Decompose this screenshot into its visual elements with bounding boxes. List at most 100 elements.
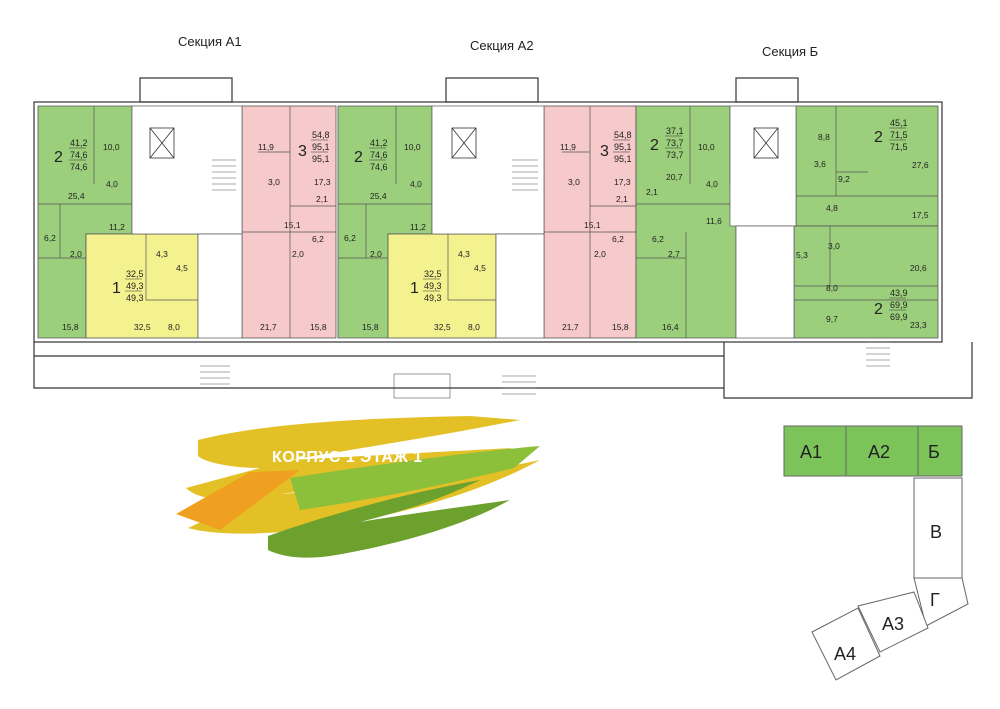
apt-rooms: 3 bbox=[298, 143, 307, 160]
apt-area-sum: 73,7 bbox=[666, 150, 684, 160]
room-area: 4,3 bbox=[458, 249, 470, 259]
apt-area-total: 95,1 bbox=[312, 142, 330, 152]
room-area: 25,4 bbox=[370, 191, 387, 201]
room-area: 10,0 bbox=[698, 142, 715, 152]
apt-rooms: 2 bbox=[874, 129, 883, 146]
minimap-label: В bbox=[930, 522, 942, 542]
room-area: 2,0 bbox=[292, 249, 304, 259]
room-area: 6,2 bbox=[312, 234, 324, 244]
minimap-label: Г bbox=[930, 590, 940, 610]
apt-area-main: 41,2 bbox=[70, 138, 88, 148]
apt-rooms: 2 bbox=[354, 149, 363, 166]
room-area: 15,8 bbox=[612, 322, 629, 332]
core-areas bbox=[131, 105, 797, 339]
room-area: 2,0 bbox=[370, 249, 382, 259]
room-area: 4,0 bbox=[706, 179, 718, 189]
room-area: 3,0 bbox=[568, 177, 580, 187]
apartment-labels: 2 41,2 74,6 74,6 1 32,5 49,3 49,3 3 54,8… bbox=[54, 118, 908, 322]
apt-area-main: 32,5 bbox=[126, 269, 144, 279]
minimap bbox=[783, 425, 969, 681]
apt-area-total: 69,9 bbox=[890, 300, 908, 310]
minimap-a3 bbox=[857, 591, 929, 653]
room-area: 8,8 bbox=[818, 132, 830, 142]
apt-a1-1room bbox=[85, 233, 199, 339]
apt-area-total: 95,1 bbox=[614, 142, 632, 152]
room-area: 21,7 bbox=[260, 322, 277, 332]
apt-area-sum: 95,1 bbox=[614, 154, 632, 164]
apt-rooms: 1 bbox=[112, 280, 121, 297]
apt-area-total: 49,3 bbox=[126, 281, 144, 291]
apt-area-main: 32,5 bbox=[424, 269, 442, 279]
apt-rooms: 2 bbox=[650, 137, 659, 154]
minimap-labels: А1 А2 Б В Г А3 А4 bbox=[800, 442, 942, 664]
interior-walls bbox=[38, 106, 938, 338]
apt-area-total: 74,6 bbox=[370, 150, 388, 160]
room-area: 32,5 bbox=[434, 322, 451, 332]
room-area: 15,8 bbox=[362, 322, 379, 332]
apt-area-sum: 69,9 bbox=[890, 312, 908, 322]
banner-brush bbox=[176, 416, 540, 558]
apt-area-sum: 49,3 bbox=[424, 293, 442, 303]
room-area: 17,3 bbox=[614, 177, 631, 187]
room-area: 21,7 bbox=[562, 322, 579, 332]
room-area: 4,5 bbox=[474, 263, 486, 273]
room-area: 32,5 bbox=[134, 322, 151, 332]
room-area: 15,8 bbox=[62, 322, 79, 332]
room-area: 11,9 bbox=[258, 142, 274, 152]
elevator-icon bbox=[753, 127, 779, 159]
apt-area-main: 45,1 bbox=[890, 118, 908, 128]
room-area: 20,6 bbox=[910, 263, 927, 273]
minimap-b bbox=[917, 425, 963, 477]
room-area: 10,0 bbox=[404, 142, 421, 152]
apt-rooms: 1 bbox=[410, 280, 419, 297]
room-area: 4,0 bbox=[410, 179, 422, 189]
apt-area-main: 54,8 bbox=[614, 130, 632, 140]
fraction-lines bbox=[69, 127, 906, 311]
room-area: 3,0 bbox=[268, 177, 280, 187]
room-area: 25,4 bbox=[68, 191, 85, 201]
apt-area-total: 73,7 bbox=[666, 138, 684, 148]
elevator-icon bbox=[149, 127, 175, 159]
elevator-icons bbox=[149, 127, 779, 159]
room-area: 11,2 bbox=[109, 222, 125, 232]
room-area: 6,2 bbox=[44, 233, 56, 243]
banner-title: КОРПУС 1 ЭТАЖ 1 bbox=[272, 449, 423, 466]
room-area: 5,3 bbox=[796, 250, 808, 260]
room-area: 8,0 bbox=[468, 322, 480, 332]
apt-area-sum: 74,6 bbox=[70, 162, 88, 172]
room-area: 23,3 bbox=[910, 320, 927, 330]
room-area: 15,8 bbox=[310, 322, 327, 332]
room-area: 27,6 bbox=[912, 160, 929, 170]
apt-area-sum: 74,6 bbox=[370, 162, 388, 172]
minimap-label: А2 bbox=[868, 442, 890, 462]
minimap-label: А3 bbox=[882, 614, 904, 634]
apt-area-total: 71,5 bbox=[890, 130, 908, 140]
minimap-label: Б bbox=[928, 442, 940, 462]
apt-b-2room-bottom bbox=[793, 225, 939, 339]
apt-area-main: 43,9 bbox=[890, 288, 908, 298]
room-area: 9,7 bbox=[826, 314, 838, 324]
building-outline bbox=[33, 77, 973, 399]
room-area: 17,5 bbox=[912, 210, 929, 220]
room-area: 11,2 bbox=[410, 222, 426, 232]
room-area: 20,7 bbox=[666, 172, 683, 182]
room-area: 15,1 bbox=[284, 220, 301, 230]
room-area: 3,6 bbox=[814, 159, 826, 169]
room-area: 2,0 bbox=[70, 249, 82, 259]
apt-area-total: 49,3 bbox=[424, 281, 442, 291]
room-area: 11,9 bbox=[560, 142, 576, 152]
room-area-labels: 10,0 25,4 4,0 11,2 6,2 2,0 15,8 4,3 4,5 … bbox=[44, 132, 929, 332]
apt-rooms: 3 bbox=[600, 143, 609, 160]
room-area: 2,7 bbox=[668, 249, 680, 259]
section-label-b: Секция Б bbox=[762, 44, 819, 59]
minimap-label: А4 bbox=[834, 644, 856, 664]
section-label-a1: Секция А1 bbox=[178, 34, 242, 49]
apt-area-total: 74,6 bbox=[70, 150, 88, 160]
room-area: 15,1 bbox=[584, 220, 601, 230]
room-area: 2,1 bbox=[316, 194, 328, 204]
room-area: 4,0 bbox=[106, 179, 118, 189]
room-area: 2,0 bbox=[594, 249, 606, 259]
apt-a1-3room bbox=[241, 105, 337, 339]
room-area: 11,6 bbox=[706, 216, 722, 226]
room-area: 16,4 bbox=[662, 322, 679, 332]
